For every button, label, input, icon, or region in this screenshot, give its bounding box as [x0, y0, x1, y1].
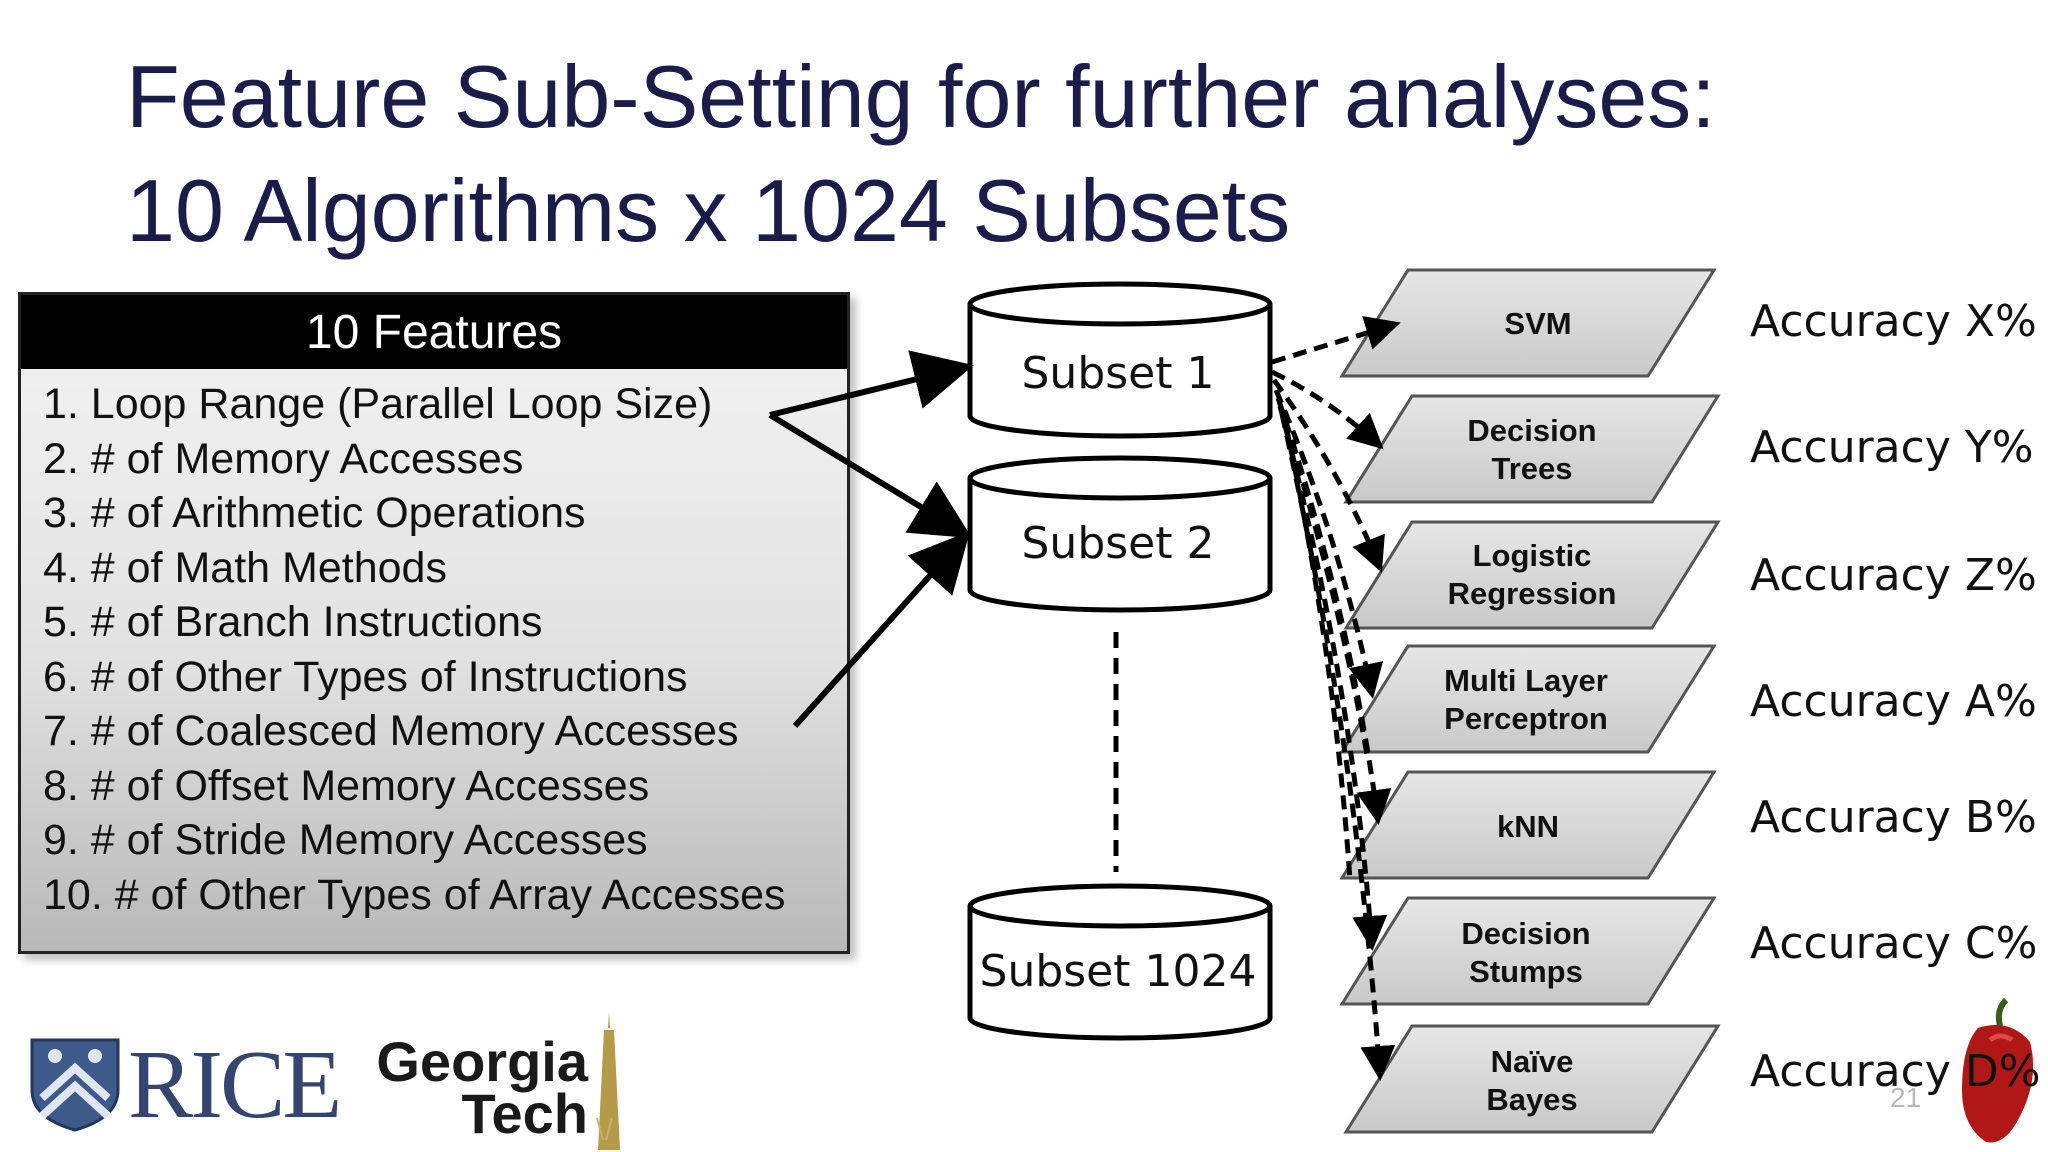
dashed-arrow-extra-2	[1283, 425, 1353, 881]
algo-label-multi-layer-perceptron: Multi Layer Perceptron	[1406, 662, 1646, 738]
accuracy-decision-trees: Accuracy Y%	[1750, 422, 2034, 473]
algo-label-line: SVM	[1504, 306, 1572, 341]
dashed-arrow-extra-1	[1281, 419, 1371, 761]
georgia-tech-logo-text: Georgia Tech	[338, 1030, 588, 1145]
subset-1024-label: Subset 1024	[979, 946, 1257, 997]
algo-label-knn: kNN	[1408, 808, 1648, 846]
features-box: 10 Features 1. Loop Range (Parallel Loop…	[18, 292, 850, 954]
subset-2-cylinder	[967, 455, 1273, 613]
rice-shield-icon	[30, 1038, 120, 1132]
dashed-arrow-logistic-regression	[1271, 378, 1385, 573]
algo-label-line: Trees	[1491, 451, 1573, 486]
pepper-icon	[1962, 997, 2034, 1143]
algo-label-line: Stumps	[1469, 954, 1583, 989]
feature-item: 10. # of Other Types of Array Accesses	[43, 870, 786, 919]
feature-arrow-2	[768, 412, 973, 539]
algo-label-line: Multi Layer	[1444, 663, 1608, 698]
algo-label-decision-stumps: Decision Stumps	[1406, 915, 1646, 991]
feature-item: 8. # of Offset Memory Accesses	[43, 761, 650, 810]
algo-label-logistic-regression: Logistic Regression	[1412, 537, 1652, 613]
feature-item: 2. # of Memory Accesses	[43, 434, 524, 483]
algo-label-line: Bayes	[1486, 1082, 1578, 1117]
algo-label-line: Naïve	[1490, 1044, 1574, 1079]
algo-label-line: Decision	[1467, 413, 1597, 448]
subset-to-algorithm-arrows	[1270, 316, 1401, 1081]
feature-item: 7. # of Coalesced Memory Accesses	[43, 707, 739, 755]
subset-1-label: Subset 1	[1021, 348, 1215, 399]
algo-label-line: Logistic	[1472, 538, 1592, 573]
algo-label-line: Decision	[1461, 916, 1591, 951]
features-header: 10 Features	[21, 295, 847, 369]
algo-label-line: Regression	[1447, 576, 1617, 611]
slide-title: Feature Sub-Setting for further analyses…	[126, 40, 1716, 268]
slide-number: 21	[1890, 1082, 1922, 1113]
algo-shape-naive-bayes	[1343, 1024, 1721, 1134]
feature-item: 3. # of Arithmetic Operations	[43, 489, 586, 537]
subset-1-cylinder	[967, 281, 1273, 439]
dashed-arrow-decision-trees	[1270, 369, 1384, 450]
accuracy-logistic-regression: Accuracy Z%	[1750, 550, 2037, 601]
feature-item: 4. # of Math Methods	[43, 543, 447, 592]
georgia-tech-line-2: Tech	[461, 1082, 588, 1145]
feature-arrow-3	[792, 531, 971, 729]
accuracy-multi-layer-perceptron: Accuracy A%	[1750, 676, 2037, 727]
algo-label-svm: SVM	[1418, 305, 1658, 343]
algo-shape-decision-stumps	[1339, 896, 1717, 1006]
accuracy-decision-stumps: Accuracy C%	[1750, 918, 2038, 969]
feature-item: 6. # of Other Types of Instructions	[43, 652, 688, 701]
feature-arrow-1	[769, 350, 974, 418]
algo-label-line: Perceptron	[1444, 701, 1608, 736]
dashed-arrow-knn	[1275, 397, 1392, 825]
accuracy-knn: Accuracy B%	[1750, 792, 2037, 843]
accuracy-svm: Accuracy X%	[1750, 296, 2037, 347]
algo-label-naive-bayes: Naïve Bayes	[1412, 1043, 1652, 1119]
georgia-tech-tower-icon	[596, 1012, 620, 1150]
dashed-arrow-multi-layer-perceptron	[1273, 389, 1384, 699]
subset-1024-cylinder	[967, 883, 1273, 1041]
feature-item: 9. # of Stride Memory Accesses	[43, 816, 648, 864]
algo-label-line: kNN	[1496, 809, 1559, 844]
feature-item: 1. Loop Range (Parallel Loop Size)	[43, 380, 713, 428]
algo-shape-decision-trees	[1343, 394, 1721, 504]
title-line-1: Feature Sub-Setting for further analyses…	[126, 47, 1716, 146]
algo-label-decision-trees: Decision Trees	[1412, 412, 1652, 488]
dashed-arrow-naive-bayes	[1279, 413, 1396, 1081]
feature-item: 5. # of Branch Instructions	[43, 598, 543, 646]
title-line-2: 10 Algorithms x 1024 Subsets	[126, 161, 1291, 260]
features-list: 1. Loop Range (Parallel Loop Size) 2. # …	[21, 369, 847, 922]
rice-logo-text: RICE	[128, 1031, 342, 1139]
georgia-tech-line-1: Georgia	[376, 1030, 588, 1093]
algo-shape-logistic-regression	[1343, 520, 1721, 630]
accuracy-naive-bayes: Accuracy D%	[1750, 1046, 2041, 1097]
subset-2-label: Subset 2	[1021, 518, 1215, 569]
